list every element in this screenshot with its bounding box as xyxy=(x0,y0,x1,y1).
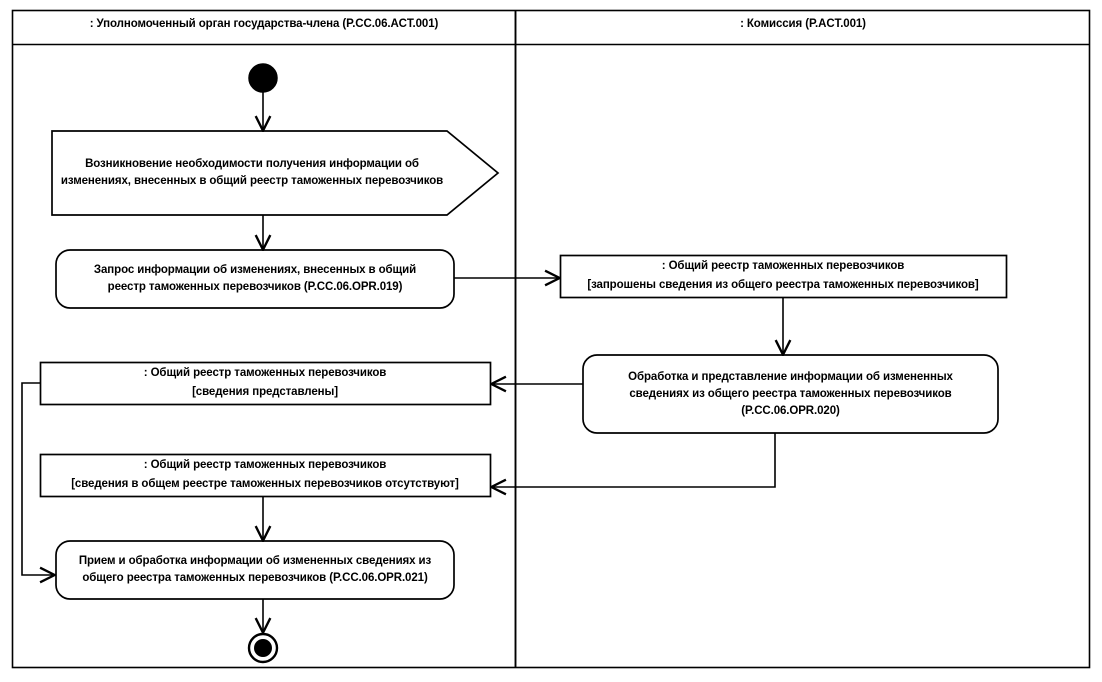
edge-object-provided-to-receive xyxy=(21,382,54,575)
object-absent-shape[interactable] xyxy=(39,453,492,498)
diagram-frame xyxy=(11,9,1091,669)
action-processing-shape[interactable] xyxy=(582,354,999,434)
action-receive-shape[interactable] xyxy=(55,540,455,600)
action-request-shape[interactable] xyxy=(55,249,455,309)
edge-processing-to-object-absent xyxy=(492,433,776,487)
lane-title-commission: : Комиссия (P.ACT.001) xyxy=(740,18,866,30)
final-node-core xyxy=(254,639,272,657)
signal-receipt-shape[interactable] xyxy=(51,130,500,216)
lane-title-member-state-authority: : Уполномоченный орган государства-члена… xyxy=(89,18,439,30)
object-requested-shape[interactable] xyxy=(559,254,1008,299)
initial-node xyxy=(248,63,278,93)
object-provided-shape[interactable] xyxy=(39,361,492,406)
